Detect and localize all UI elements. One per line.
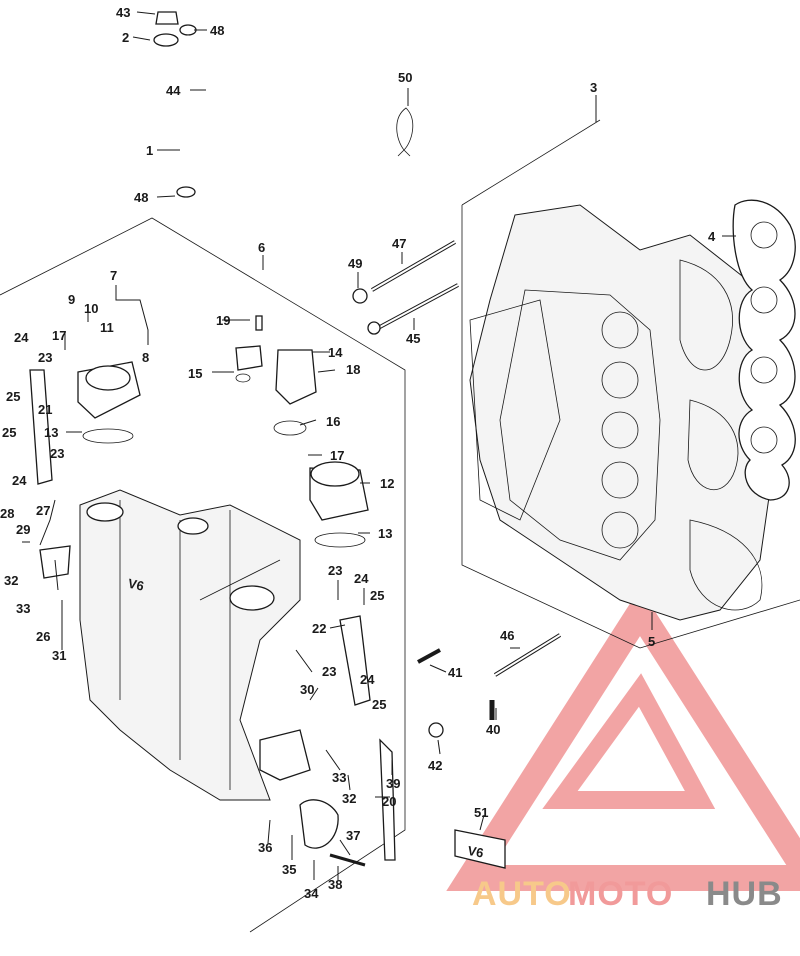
callout-6: 6 [258,240,265,255]
callout-5: 5 [648,634,655,649]
callout-labels: 43 2 48 44 1 48 50 3 4 6 47 49 45 7 9 10… [0,5,716,901]
callout-23: 23 [38,350,52,365]
breather-hose-assembly [153,11,243,198]
manifold-bolts [352,240,459,335]
callout-35: 35 [282,862,296,877]
callout-18: 18 [346,362,360,377]
callout-13: 13 [44,425,58,440]
callout-42: 42 [428,758,442,773]
callout-26: 26 [36,629,50,644]
callout-15: 15 [188,366,202,381]
callout-37: 37 [346,828,360,843]
callout-47: 47 [392,236,406,251]
callout-14: 14 [328,345,343,360]
callout-24: 24 [354,571,369,586]
watermark-moto: MOTO [568,875,673,913]
callout-24: 24 [12,473,27,488]
intake-manifold-panel [461,119,800,649]
callout-23: 23 [322,664,336,679]
watermark-auto: AUTO [472,875,572,913]
callout-27: 27 [36,503,50,518]
housing-bolts [417,633,562,738]
watermark-logo [446,587,800,891]
manifold-gasket-part [732,199,796,501]
callout-25: 25 [6,389,20,404]
callout-48: 48 [134,190,148,205]
v6-emblem-part: V6 [454,829,506,869]
callout-11: 11 [100,320,114,335]
housing-badge: V6 [127,576,146,594]
callout-50: 50 [398,70,412,85]
callout-12: 12 [380,476,394,491]
callout-33: 33 [16,601,30,616]
callout-4: 4 [708,229,716,244]
silencer-housing-panel [0,217,406,933]
callout-7: 7 [110,268,117,283]
callout-17: 17 [330,448,344,463]
callout-49: 49 [348,256,362,271]
callout-29: 29 [16,522,30,537]
callout-32: 32 [4,573,18,588]
callout-51: 51 [474,805,488,820]
callout-48: 48 [210,23,224,38]
callout-36: 36 [258,840,272,855]
callout-9: 9 [68,292,75,307]
throttle-linkage-parts [29,369,396,867]
callout-33: 33 [332,770,346,785]
callout-44: 44 [166,83,181,98]
callout-24: 24 [360,672,375,687]
callout-46: 46 [500,628,514,643]
callout-30: 30 [300,682,314,697]
callout-8: 8 [142,350,149,365]
callout-19: 19 [216,313,230,328]
callout-24: 24 [14,330,29,345]
callout-22: 22 [312,621,326,636]
callout-16: 16 [326,414,340,429]
callout-2: 2 [122,30,129,45]
sensor-parts [235,315,317,436]
callout-20: 20 [382,794,396,809]
callout-31: 31 [52,648,66,663]
callout-25: 25 [372,697,386,712]
callout-32: 32 [342,791,356,806]
callout-45: 45 [406,331,420,346]
callout-1: 1 [146,143,153,158]
callout-41: 41 [448,665,462,680]
watermark-text: AUTO MOTO HUB [472,875,783,913]
callout-23: 23 [328,563,342,578]
leader-lines [22,11,736,880]
emblem-text: V6 [466,843,484,861]
callout-43: 43 [116,5,130,20]
watermark-hub: HUB [706,875,783,913]
callout-38: 38 [328,877,342,892]
hose-clip-part [396,107,414,157]
callout-40: 40 [486,722,500,737]
callout-34: 34 [304,886,319,901]
callout-21: 21 [38,402,52,417]
callout-10: 10 [84,301,98,316]
callout-17: 17 [52,328,66,343]
callout-25: 25 [370,588,384,603]
callout-23: 23 [50,446,64,461]
callout-25: 25 [2,425,16,440]
callout-3: 3 [590,80,597,95]
callout-28: 28 [0,506,14,521]
callout-13: 13 [378,526,392,541]
throttle-body-parts [77,361,369,548]
callout-39: 39 [386,776,400,791]
